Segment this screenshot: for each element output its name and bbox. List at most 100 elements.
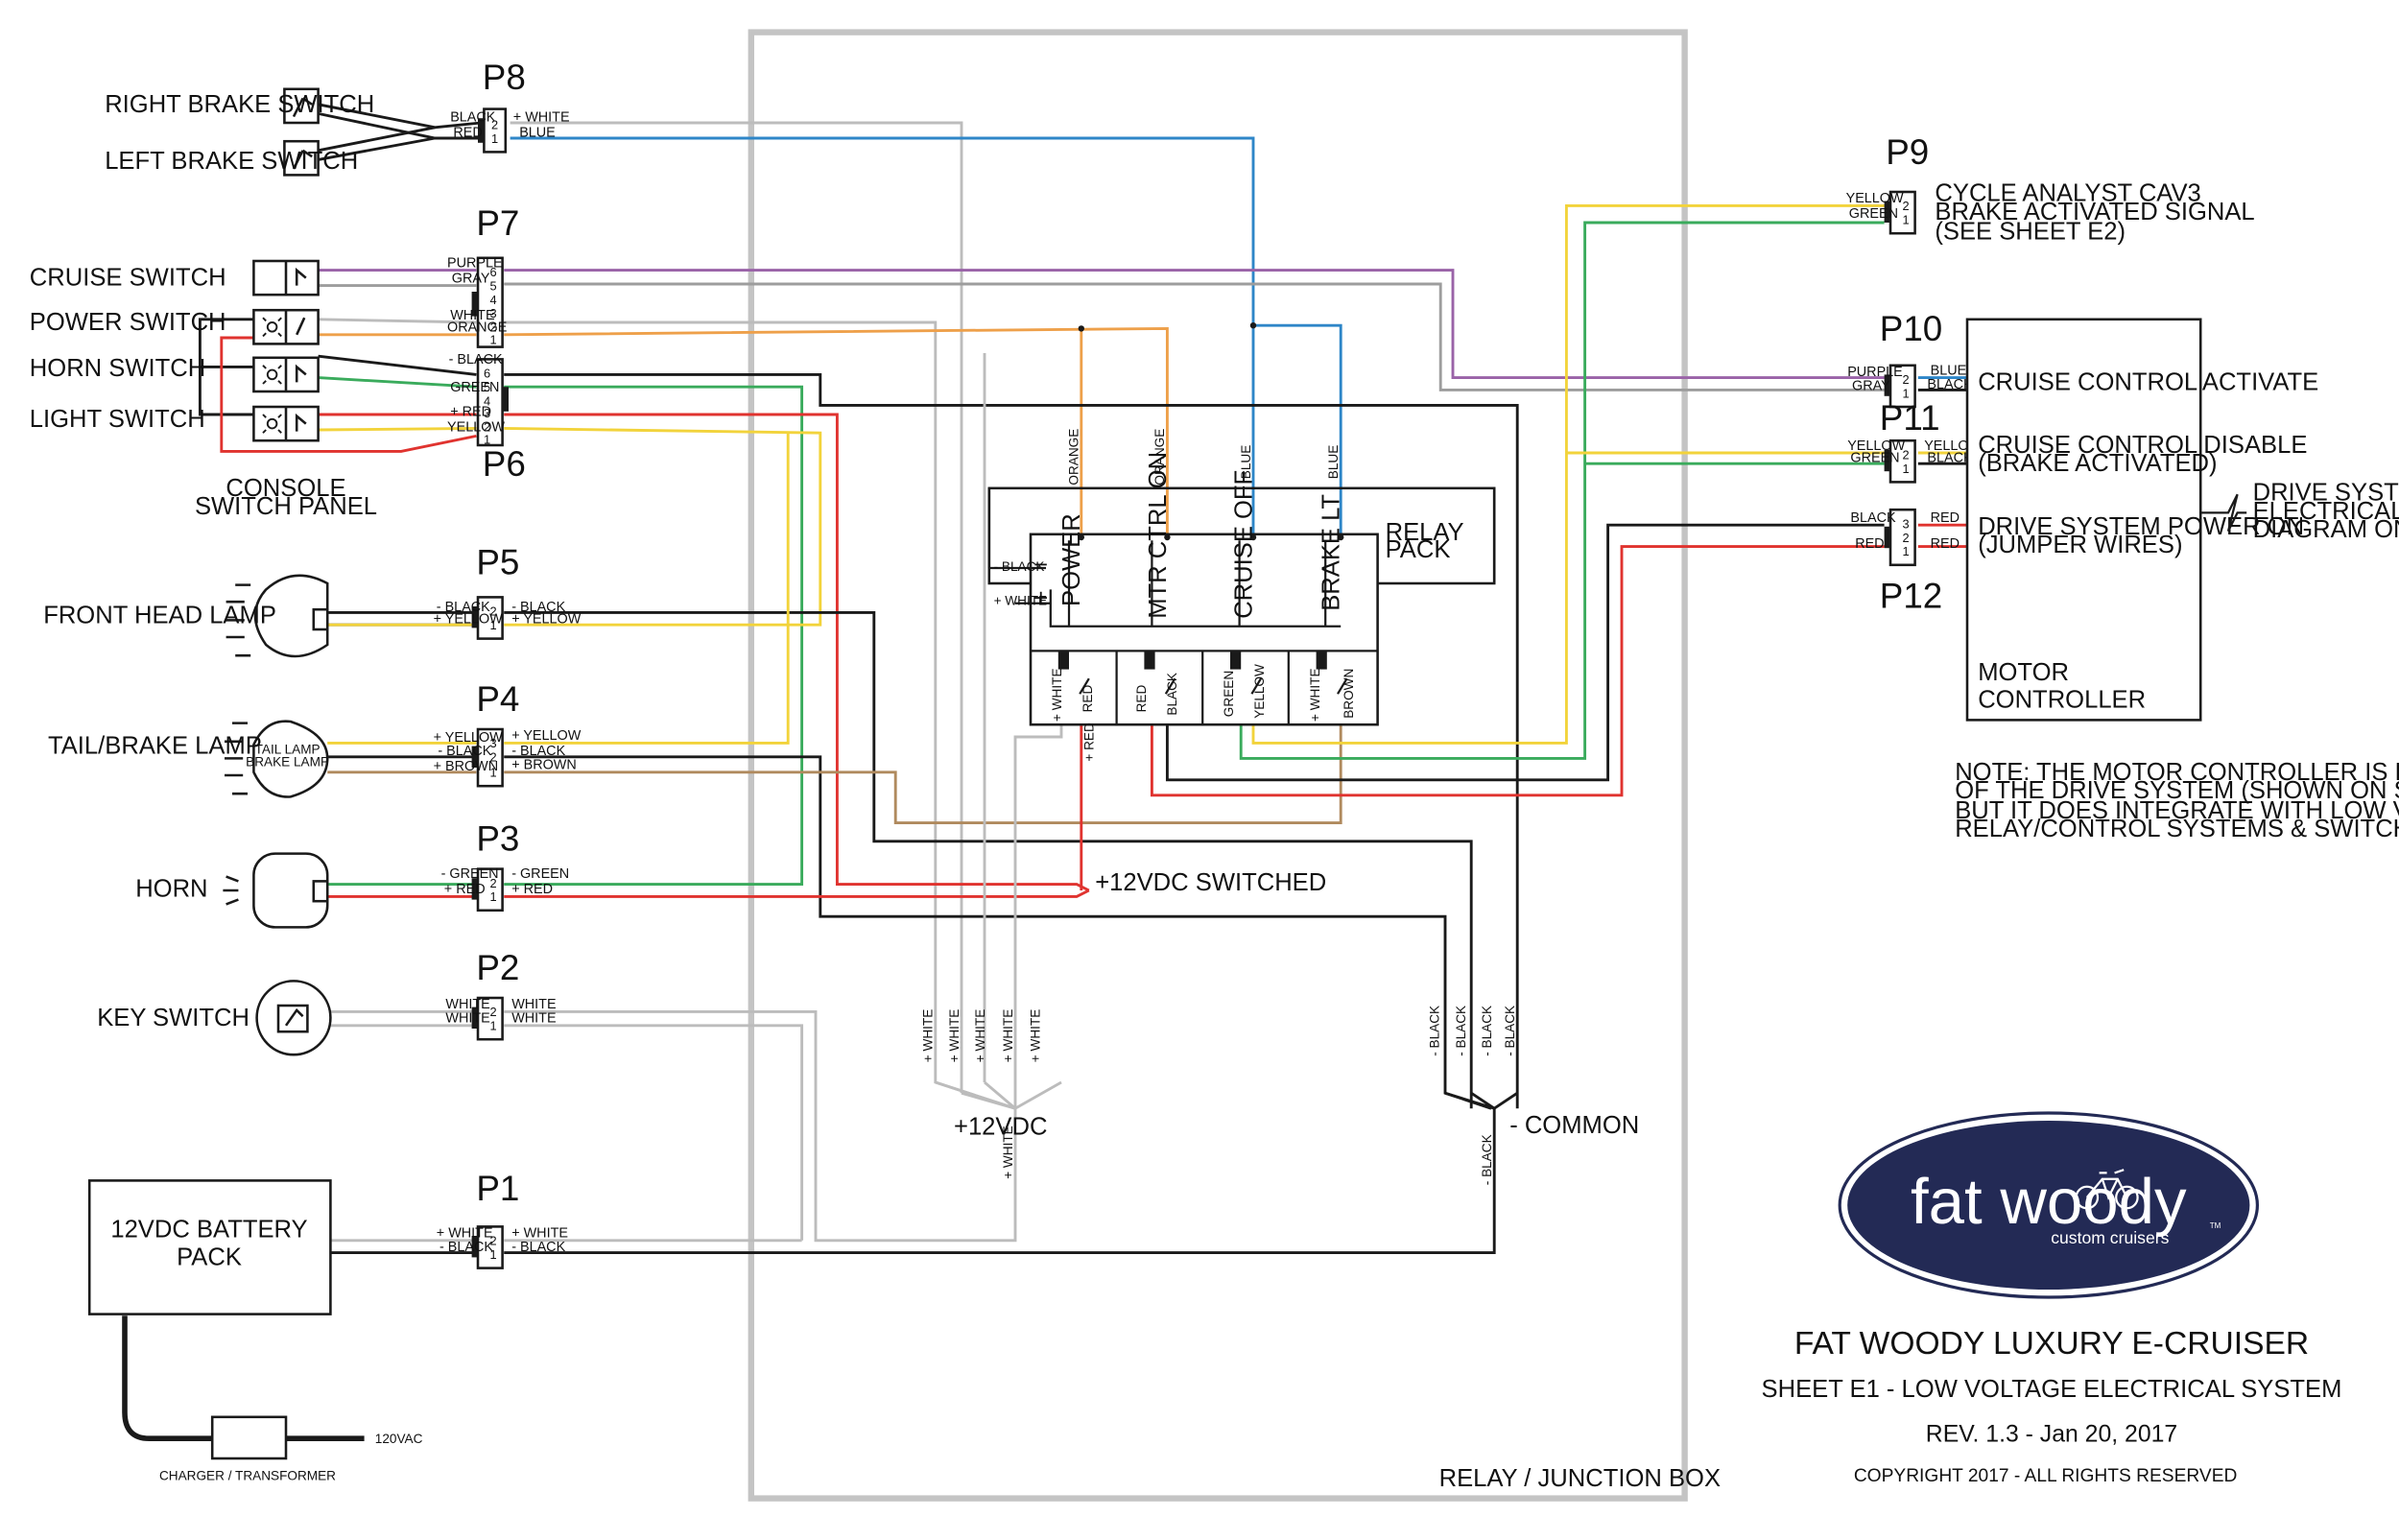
svg-text:4: 4 [484, 393, 490, 408]
p10-body [1888, 364, 1916, 409]
wire-relay-yellow [1251, 203, 1885, 745]
svg-text:GREEN: GREEN [1850, 451, 1899, 466]
svg-text:1: 1 [484, 432, 490, 446]
relay-contacts [1057, 322, 1344, 670]
logo-tm: TM [2210, 1221, 2221, 1230]
horn-icon [223, 852, 329, 929]
svg-text:(SEE SHEET E2): (SEE SHEET E2) [1935, 219, 2126, 246]
svg-text:2: 2 [1902, 531, 1909, 545]
svg-text:3: 3 [489, 736, 496, 750]
p1-label: P1 [476, 1169, 519, 1208]
svg-text:BLACK: BLACK [1927, 451, 1973, 466]
bicycle-icon [2075, 1169, 2139, 1210]
svg-text:RED: RED [1931, 510, 1960, 526]
key-switch-label: KEY SWITCH [97, 1005, 249, 1031]
connector-names: P8 P7 P6 P5 P4 P3 P2 P1 P9 P10 P11 P12 [476, 58, 1942, 1208]
horn-label: HORN [135, 875, 207, 902]
svg-text:BLUE: BLUE [519, 125, 556, 140]
relay-pack-body [1029, 533, 1379, 726]
console-switches [252, 259, 320, 442]
wire-p4-brown [504, 706, 1342, 825]
svg-text:3: 3 [489, 306, 496, 320]
wire-p1-black [504, 1108, 1496, 1255]
switched-12v-label: +12VDC SWITCHED [1095, 869, 1326, 896]
fat-woody-logo: fat woody custom cruisers TM [1838, 1111, 2259, 1299]
svg-text:ORANGE: ORANGE [1152, 429, 1167, 486]
svg-text:- BLACK: - BLACK [1454, 1006, 1468, 1056]
wire-blue-branch [1253, 323, 1342, 537]
wire-p7-white [504, 320, 1016, 1110]
svg-text:3: 3 [484, 406, 490, 420]
svg-text:DIAGRAM ON E2: DIAGRAM ON E2 [2253, 516, 2399, 543]
tail-lamp-inner-label: TAIL LAMP [255, 743, 321, 757]
svg-text:3: 3 [1902, 516, 1909, 531]
svg-text:6: 6 [489, 265, 496, 279]
svg-text:BLUE: BLUE [1931, 363, 1967, 378]
svg-text:WHITE: WHITE [445, 1011, 489, 1027]
svg-text:BUT IT DOES INTEGRATE WITH LOW: BUT IT DOES INTEGRATE WITH LOW VOLTAGE [1955, 797, 2399, 824]
p12-label: P12 [1880, 577, 1942, 616]
wire-p7-orange [504, 326, 1169, 537]
svg-text:OF THE DRIVE SYSTEM (SHOWN ON: OF THE DRIVE SYSTEM (SHOWN ON SHEET E2), [1955, 777, 2399, 804]
p5-body [476, 596, 504, 640]
wire-p6-black [504, 372, 1519, 1109]
svg-text:+ YELLOW: + YELLOW [434, 730, 504, 746]
horn-switch-label: HORN SWITCH [30, 355, 205, 382]
svg-text:- BLACK: - BLACK [1480, 1134, 1494, 1185]
right-brake-switch-body [283, 87, 320, 125]
svg-text:1: 1 [1902, 386, 1909, 400]
wire-charger [122, 1315, 365, 1441]
svg-text:1: 1 [1902, 462, 1909, 476]
relay-switch-arms [1079, 677, 1348, 695]
connector-tabs [471, 118, 1890, 1258]
left-brake-switch-body [283, 139, 320, 177]
svg-text:+ WHITE: + WHITE [1050, 668, 1064, 722]
svg-text:CYCLE ANALYST CAV3: CYCLE ANALYST CAV3 [1935, 180, 2200, 207]
svg-text:- BLACK: - BLACK [449, 352, 503, 367]
svg-text:WHITE: WHITE [511, 1011, 556, 1027]
front-head-lamp-icon [226, 574, 329, 658]
svg-text:2: 2 [489, 320, 496, 335]
relay-plus-label: + WHITE [994, 593, 1048, 607]
p6-label: P6 [483, 444, 526, 484]
svg-text:2: 2 [1902, 372, 1909, 387]
tail-brake-lamp-label: TAIL/BRAKE LAMP [48, 733, 262, 760]
svg-text:2: 2 [489, 1005, 496, 1019]
svg-text:RED: RED [1931, 536, 1960, 552]
svg-text:2: 2 [1902, 447, 1909, 462]
svg-text:2: 2 [489, 876, 496, 890]
logo-tagline: custom cruisers [2051, 1228, 2169, 1247]
title-sheet: SHEET E1 - LOW VOLTAGE ELECTRICAL SYSTEM [1762, 1376, 2342, 1403]
wire-p7-gray [504, 282, 1885, 391]
wire-brake-left-b [318, 136, 436, 161]
motor-controller-note: NOTE: THE MOTOR CONTROLLER IS PART OF TH… [1955, 759, 2399, 842]
connector-bodies [476, 107, 1916, 1269]
common-label: - COMMON [1509, 1112, 1639, 1139]
drive-system-break [2200, 493, 2247, 533]
wire-console-red-loop [220, 336, 477, 453]
svg-text:+ WHITE: + WHITE [1001, 1009, 1015, 1063]
svg-text:1: 1 [489, 889, 496, 904]
svg-text:RED: RED [1134, 685, 1149, 713]
svg-text:- BLACK: - BLACK [438, 744, 491, 759]
power-switch-label: POWER SWITCH [30, 309, 226, 336]
svg-text:+ WHITE: + WHITE [921, 1009, 936, 1063]
p2-body [476, 996, 504, 1041]
svg-text:+ WHITE: + WHITE [973, 1009, 987, 1063]
svg-text:BLACK: BLACK [450, 109, 496, 125]
wire-p5-black [504, 610, 1473, 1109]
svg-text:- BLACK: - BLACK [511, 1240, 565, 1255]
svg-text:YELLOW: YELLOW [1846, 191, 1904, 206]
svg-text:- GREEN: - GREEN [511, 866, 569, 882]
svg-text:GRAY: GRAY [1852, 378, 1890, 393]
svg-text:4: 4 [489, 293, 496, 307]
svg-text:BROWN: BROWN [1342, 669, 1356, 719]
wire-power-white [318, 318, 477, 324]
p2-label: P2 [476, 948, 519, 987]
p12-body [1888, 508, 1916, 567]
svg-text:WHITE: WHITE [445, 997, 489, 1012]
bus-12v-label: +12VDC [954, 1113, 1047, 1140]
svg-text:1: 1 [1902, 213, 1909, 227]
svg-text:ORANGE: ORANGE [447, 320, 507, 336]
p10-label: P10 [1880, 309, 1942, 348]
